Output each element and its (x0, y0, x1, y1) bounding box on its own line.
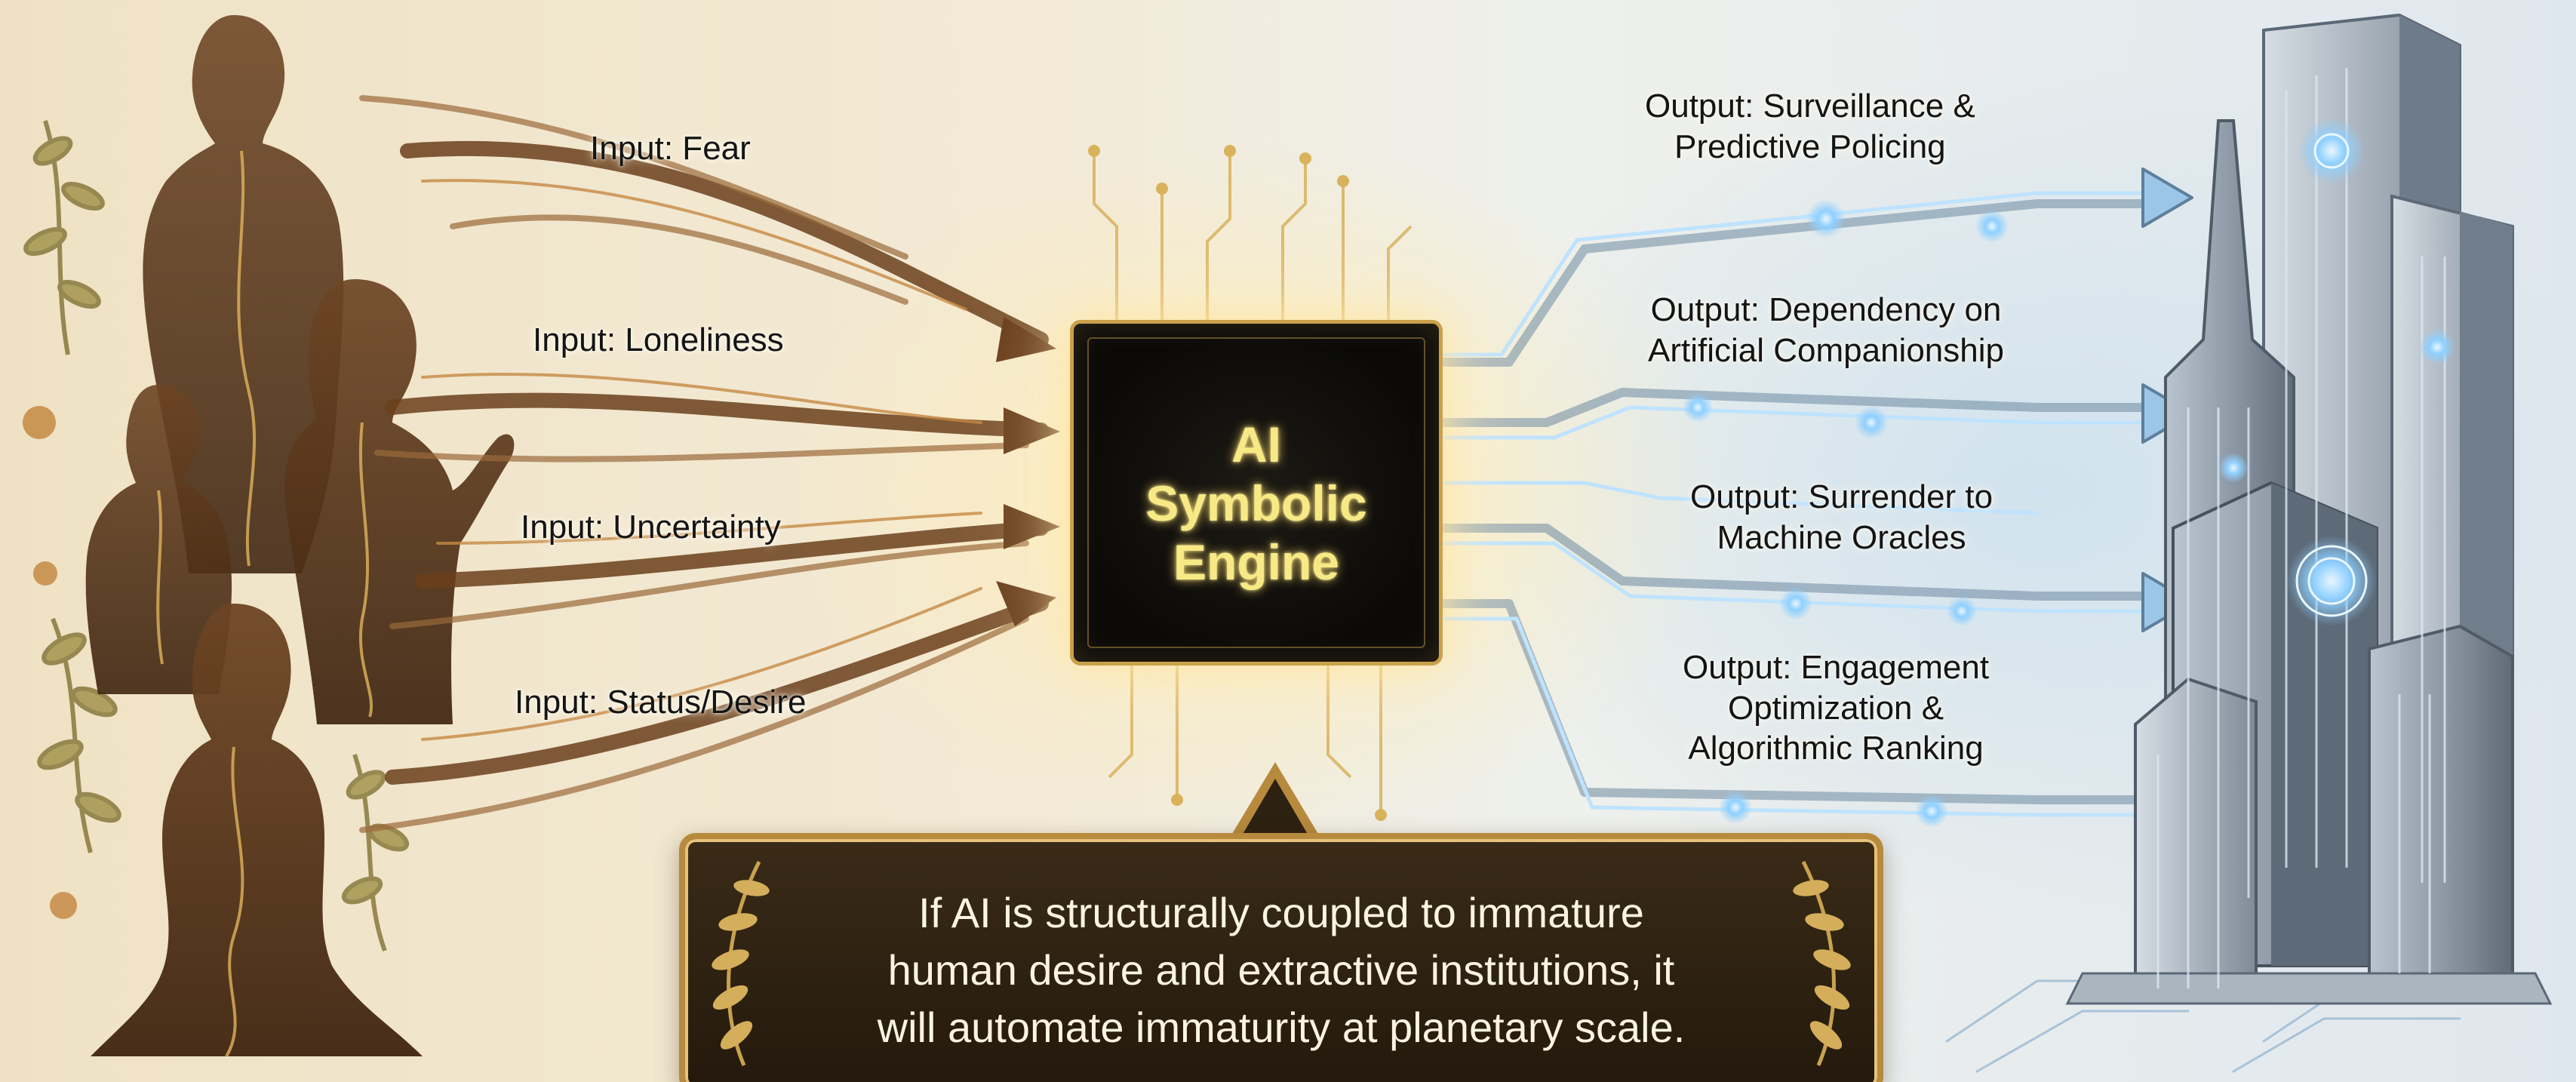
conclusion-text: If AI is structurally coupled to immatur… (776, 884, 1787, 1056)
input-label-status-desire: Input: Status/Desire (515, 684, 807, 721)
engine-title: AI Symbolic Engine (1074, 416, 1439, 592)
conclusion-banner: If AI is structurally coupled to immatur… (679, 833, 1883, 1082)
root-arrows (359, 95, 1060, 833)
output-3-line-1: Output: Surrender to (1690, 478, 1993, 515)
output-1-line-2: Predictive Policing (1674, 128, 1946, 165)
output-2-line-1: Output: Dependency on (1650, 291, 2002, 328)
engine-title-line-1: AI (1231, 417, 1281, 472)
output-label-surveillance: Output: Surveillance & Predictive Polici… (1645, 86, 1975, 167)
ai-symbolic-engine-chip: AI Symbolic Engine (1070, 320, 1443, 665)
output-4-line-2: Optimization & (1727, 689, 1944, 727)
output-label-dependency: Output: Dependency on Artificial Compani… (1648, 290, 2004, 370)
input-label-uncertainty: Input: Uncertainty (521, 509, 781, 546)
engine-title-line-3: Engine (1173, 533, 1339, 590)
conclusion-line-1: If AI is structurally coupled to immatur… (918, 889, 1644, 936)
output-4-line-1: Output: Engagement (1683, 649, 1990, 686)
banner-pointer-fill (1239, 779, 1311, 841)
output-3-line-2: Machine Oracles (1717, 518, 1966, 556)
output-2-line-2: Artificial Companionship (1648, 331, 2004, 369)
circuit-arrows (1433, 168, 2461, 1073)
circuit-traces (1088, 145, 1412, 821)
city-towers-illustration (2065, 13, 2553, 1005)
output-4-line-3: Algorithmic Ranking (1688, 730, 1984, 767)
output-label-surrender: Output: Surrender to Machine Oracles (1690, 477, 1993, 558)
conclusion-line-2: human desire and extractive institutions… (887, 946, 1675, 994)
laurel-icon (712, 860, 770, 1066)
human-figures-illustration (23, 15, 515, 1058)
input-label-loneliness: Input: Loneliness (533, 321, 784, 358)
output-label-engagement: Output: Engagement Optimization & Algori… (1683, 647, 1989, 769)
input-label-fear: Input: Fear (590, 130, 751, 167)
laurel-icon-right (1793, 860, 1851, 1066)
conclusion-line-3: will automate immaturity at planetary sc… (877, 1004, 1686, 1052)
chip-icon (1087, 337, 1425, 648)
engine-title-line-2: Symbolic (1145, 475, 1367, 531)
output-1-line-1: Output: Surveillance & (1645, 88, 1975, 124)
